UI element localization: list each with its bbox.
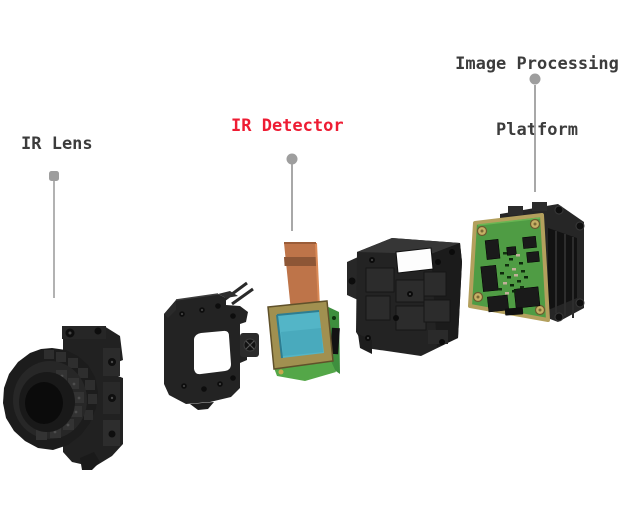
detector-connector — [330, 327, 340, 355]
detector-flex-cable — [284, 243, 319, 311]
housing-opening — [395, 247, 434, 274]
shutter-housing — [347, 238, 462, 356]
image-processing-platform — [468, 202, 585, 322]
board-chips — [480, 236, 541, 313]
lens-mounting-bracket — [164, 281, 259, 410]
leader-ir-detector — [286, 153, 298, 231]
housing-screw-holes — [365, 249, 455, 345]
label-ipp-line1: Image Processing — [455, 54, 619, 74]
flex-cable-band — [284, 257, 317, 266]
leader-dot-ir-lens — [49, 171, 59, 181]
leader-dot-ipp — [529, 73, 541, 85]
bracket-screw-holes — [179, 303, 236, 392]
label-image-processing-platform: Image Processing Platform — [438, 9, 635, 185]
leader-dot-ir-detector — [286, 153, 298, 165]
lens-barrel-facets — [44, 350, 97, 420]
label-ir-lens: IR Lens — [21, 134, 93, 154]
detector-pcb-lip — [274, 361, 336, 381]
ir-lens-assembly — [3, 326, 123, 470]
leader-image-processing-platform — [529, 73, 541, 192]
leader-ir-lens — [49, 171, 59, 298]
lens-foot — [80, 452, 100, 470]
board-connector — [504, 307, 524, 316]
board-passives — [498, 252, 528, 295]
label-ipp-line2: Platform — [496, 120, 578, 140]
label-ir-detector: IR Detector — [231, 116, 344, 136]
ir-detector-module — [267, 242, 340, 381]
board-corner-screws — [472, 218, 546, 316]
frame-corner-lugs — [554, 205, 585, 322]
